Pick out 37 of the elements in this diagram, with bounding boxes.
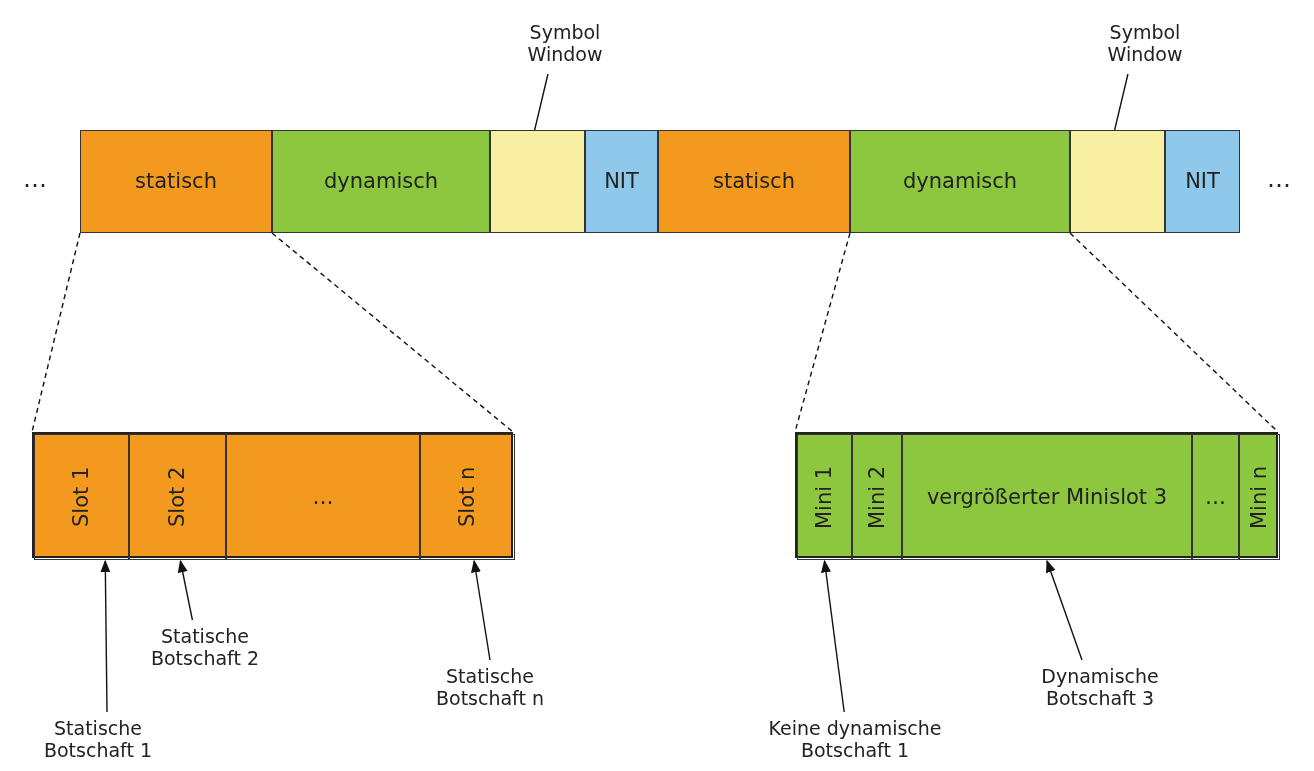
- leader-line: [533, 73, 549, 131]
- dynamic-segment: dynamisch: [850, 130, 1070, 233]
- dashed-zoom-line: [271, 232, 514, 433]
- annotation-text: Dynamische Botschaft 3: [1000, 660, 1200, 716]
- minislot-cell: Mini n: [1239, 434, 1280, 560]
- network-idle-time-segment: NIT: [585, 130, 658, 233]
- annotation-text: Statische Botschaft 1: [8, 712, 188, 768]
- arrow: [100, 559, 111, 713]
- arrow: [1046, 559, 1083, 661]
- annotation-text: Symbol Window: [510, 14, 620, 74]
- static-segment-expanded-bar: [32, 432, 513, 558]
- minislot-cell: Mini 2: [852, 434, 902, 560]
- static-segment: statisch: [80, 130, 272, 233]
- minislot-cell: …: [1192, 434, 1239, 560]
- arrow: [177, 559, 194, 621]
- slot-cell: …: [226, 434, 420, 560]
- ellipsis-text: …: [22, 164, 48, 196]
- slot-cell: Slot n: [420, 434, 515, 560]
- static-segment: statisch: [658, 130, 850, 233]
- annotation-text: Keine dynamische Botschaft 1: [720, 712, 990, 768]
- minislot-cell: vergrößerter Minislot 3: [902, 434, 1192, 560]
- annotation-text: Symbol Window: [1090, 14, 1200, 74]
- annotation-text: Statische Botschaft 2: [115, 620, 295, 676]
- arrow: [820, 559, 845, 713]
- slot-cell: Slot 1: [34, 434, 129, 560]
- leader-line: [1113, 73, 1129, 131]
- dynamic-segment: dynamisch: [272, 130, 490, 233]
- ellipsis-text: …: [1266, 164, 1292, 196]
- annotation-text: Statische Botschaft n: [400, 660, 580, 716]
- dashed-zoom-line: [31, 232, 81, 433]
- network-idle-time-segment: NIT: [1165, 130, 1240, 233]
- arrow: [470, 559, 491, 661]
- dynamic-segment-expanded-bar: [795, 432, 1278, 558]
- slot-cell: Slot 2: [129, 434, 226, 560]
- minislot-cell: Mini 1: [797, 434, 852, 560]
- symbol-window-segment: [1070, 130, 1165, 233]
- symbol-window-segment: [490, 130, 585, 233]
